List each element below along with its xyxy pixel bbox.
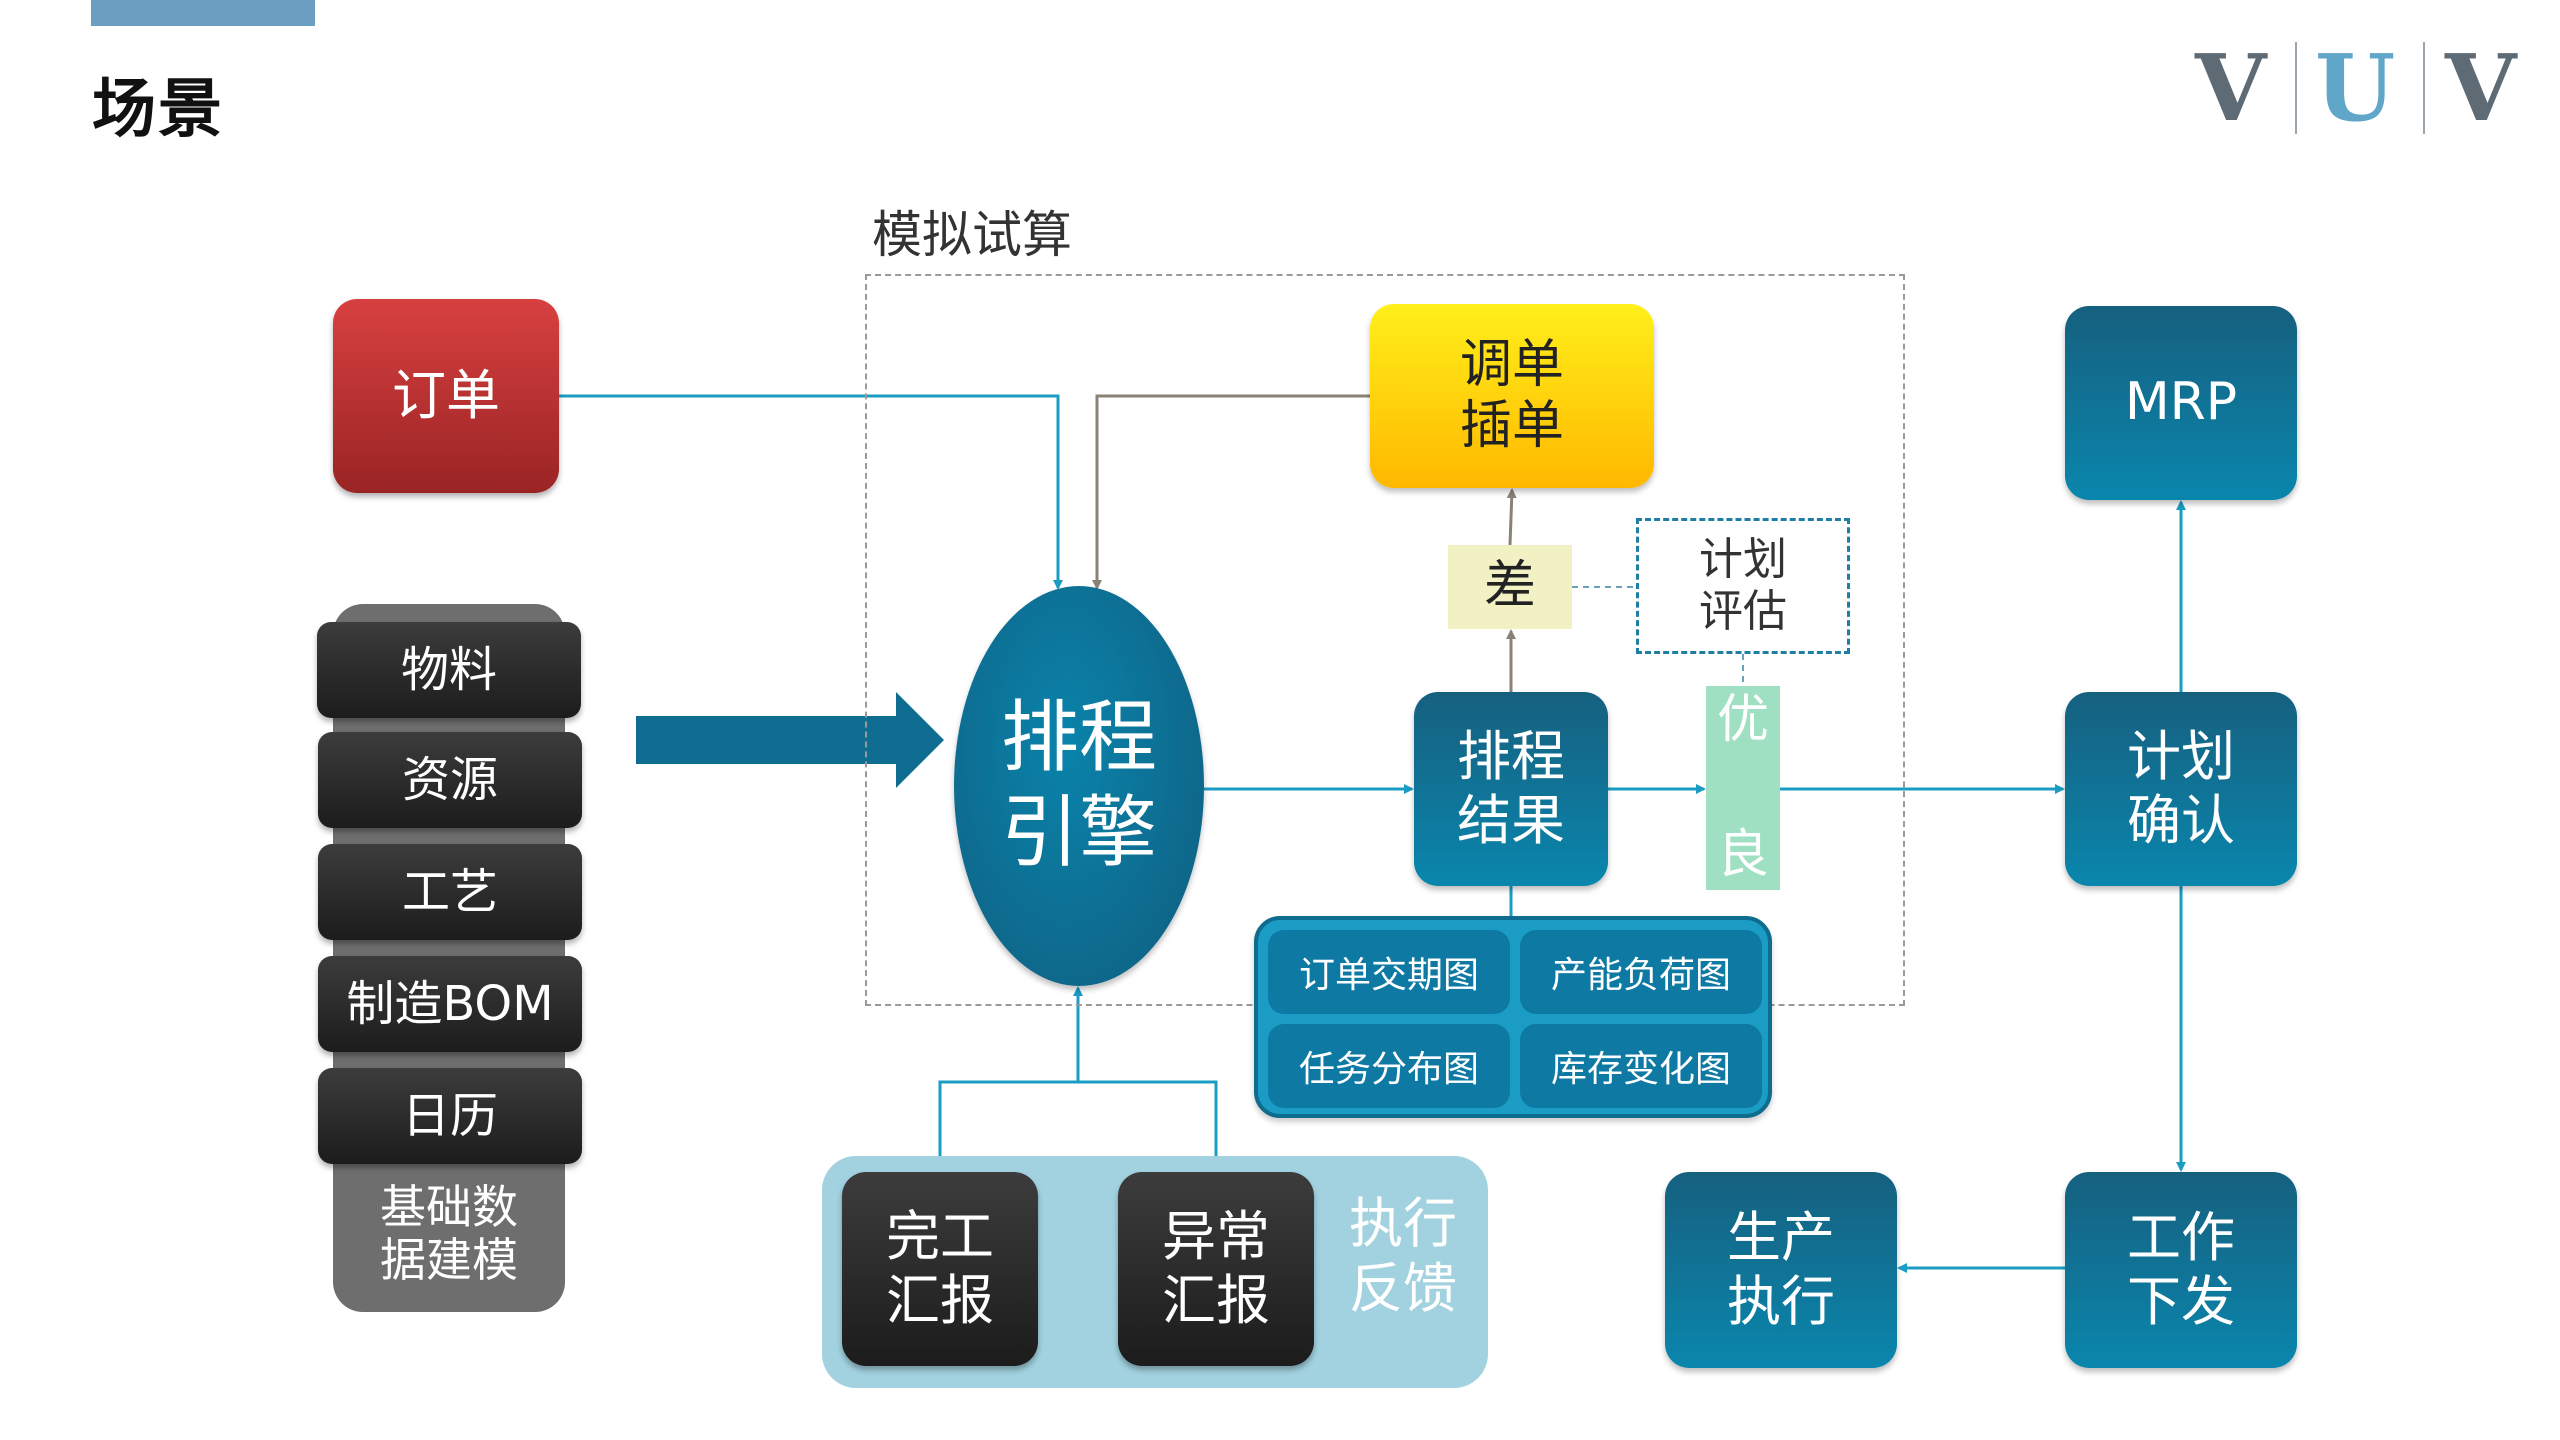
logo-letter-1: V: [2195, 34, 2267, 142]
production-execution-box: 生产 执行: [1665, 1172, 1897, 1368]
base-data-item: 物料: [317, 622, 581, 718]
completion-line-2: 汇报: [886, 1269, 994, 1332]
quality-box: 优 良: [1706, 686, 1780, 890]
chart-item: 任务分布图: [1268, 1024, 1510, 1108]
work-issue-box: 工作 下发: [2065, 1172, 2297, 1368]
base-data-label: 基础数 据建模: [333, 1164, 565, 1304]
logo-letter-2: U: [2315, 34, 2396, 142]
chart-item: 订单交期图: [1268, 930, 1510, 1014]
quality-good: 优: [1716, 690, 1769, 750]
result-line-1: 排程: [1457, 725, 1565, 789]
completion-line-1: 完工: [886, 1205, 994, 1269]
scheduling-engine: 排程 引擎: [954, 586, 1204, 986]
engine-line-2: 引擎: [1000, 788, 1157, 878]
base-data-label-line-2: 据建模: [380, 1233, 518, 1287]
quality-fair: 良: [1716, 824, 1769, 885]
plan-evaluation-box: 计划 评估: [1636, 518, 1850, 654]
order-label: 订单: [392, 364, 500, 428]
logo-divider: [2423, 42, 2425, 134]
production-line-2: 执行: [1727, 1270, 1835, 1333]
confirm-line-1: 计划: [2127, 725, 2235, 789]
schedule-result-box: 排程 结果: [1414, 692, 1608, 886]
adjust-line-2: 插单: [1459, 396, 1564, 456]
base-data-item: 资源: [318, 732, 582, 828]
order-box: 订单: [333, 299, 559, 493]
base-data-item: 工艺: [318, 844, 582, 940]
mrp-label: MRP: [2124, 372, 2238, 433]
chart-item: 产能负荷图: [1520, 930, 1762, 1014]
issue-line-1: 工作: [2127, 1206, 2235, 1270]
page-title: 场景: [92, 73, 224, 147]
engine-line-1: 排程: [1000, 692, 1157, 783]
base-data-item: 日历: [318, 1068, 582, 1164]
result-charts-panel: 订单交期图 产能负荷图 任务分布图 库存变化图: [1254, 916, 1772, 1118]
evaluation-line-1: 计划: [1699, 534, 1787, 586]
adjust-order-box: 调单 插单: [1370, 304, 1654, 488]
feedback-label-line-2: 反馈: [1349, 1256, 1457, 1320]
exception-line-1: 异常: [1162, 1205, 1270, 1269]
difference-label: 差: [1483, 556, 1536, 617]
feedback-label-line-1: 执行: [1349, 1192, 1457, 1255]
result-line-2: 结果: [1457, 789, 1565, 852]
mrp-box: MRP: [2065, 306, 2297, 500]
adjust-line-1: 调单: [1459, 334, 1564, 395]
chart-item: 库存变化图: [1520, 1024, 1762, 1108]
base-data-item: 制造BOM: [318, 956, 582, 1052]
simulation-label: 模拟试算: [872, 206, 1072, 264]
input-arrow: [636, 692, 944, 788]
brand-logo: V U V: [2195, 38, 2535, 138]
exception-line-2: 汇报: [1162, 1269, 1270, 1332]
plan-confirm-box: 计划 确认: [2065, 692, 2297, 886]
evaluation-line-2: 评估: [1699, 586, 1787, 637]
feedback-label: 执行 反馈: [1328, 1192, 1478, 1322]
completion-report-box: 完工 汇报: [842, 1172, 1038, 1366]
logo-divider: [2295, 42, 2297, 134]
difference-box: 差: [1448, 545, 1572, 629]
confirm-line-2: 确认: [2127, 789, 2235, 852]
logo-letter-3: V: [2445, 34, 2517, 142]
header-accent-bar: [91, 0, 315, 26]
production-line-1: 生产: [1727, 1206, 1835, 1270]
base-data-label-line-1: 基础数: [380, 1180, 518, 1235]
exception-report-box: 异常 汇报: [1118, 1172, 1314, 1366]
issue-line-2: 下发: [2127, 1270, 2235, 1333]
